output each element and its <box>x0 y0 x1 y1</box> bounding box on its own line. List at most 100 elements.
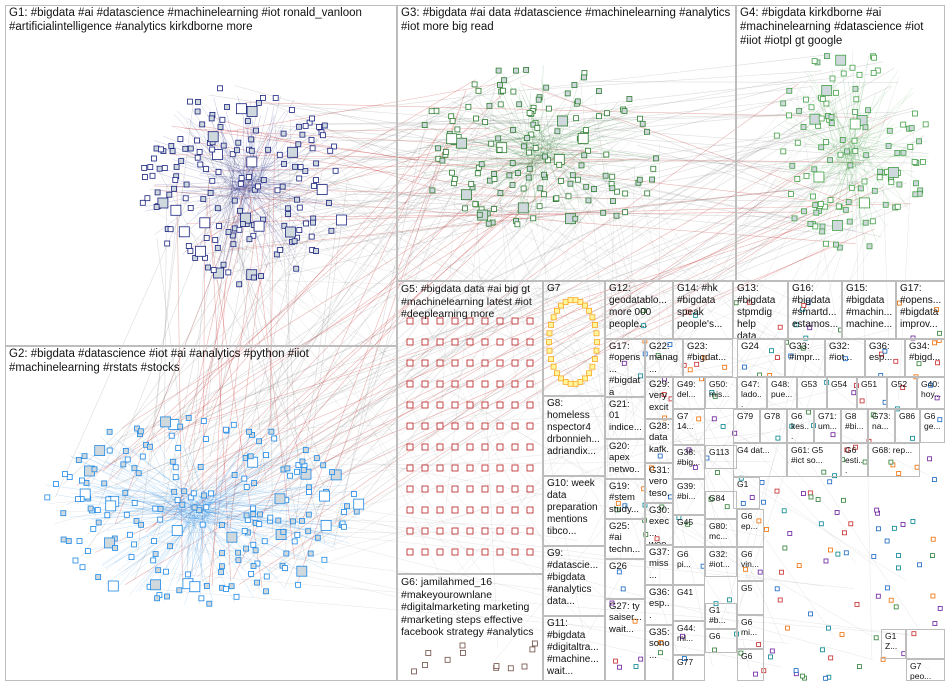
node <box>574 98 581 105</box>
edge <box>235 179 305 185</box>
group-label-gx14: G1 #b... <box>709 605 726 626</box>
edge <box>831 107 849 144</box>
node <box>545 157 551 164</box>
node <box>827 197 834 204</box>
edge <box>489 200 558 321</box>
edge <box>320 139 549 142</box>
node <box>819 96 826 102</box>
edge <box>93 485 186 517</box>
node <box>602 172 609 179</box>
edge <box>735 230 867 618</box>
node <box>439 157 446 164</box>
group-label-g68: G68: rep... <box>872 445 913 455</box>
node <box>782 545 788 551</box>
edge <box>218 170 259 262</box>
edge <box>224 72 855 507</box>
node <box>827 479 833 485</box>
edge <box>170 154 862 163</box>
node <box>788 191 794 197</box>
node <box>285 226 296 238</box>
node <box>932 621 938 626</box>
node <box>253 127 260 134</box>
node <box>296 123 302 130</box>
node <box>613 212 620 219</box>
edge <box>428 114 808 126</box>
edge <box>114 485 202 506</box>
node <box>258 273 265 280</box>
node <box>210 267 217 274</box>
node <box>896 553 901 558</box>
edge <box>204 458 291 507</box>
group-label-g36: G35: sono... <box>649 627 670 661</box>
edge <box>529 146 601 204</box>
edge <box>549 135 580 204</box>
group-label-g31: G31: vero teso... <box>649 465 670 502</box>
edge <box>784 120 841 162</box>
node <box>496 146 503 153</box>
edge <box>230 125 325 198</box>
edge <box>213 97 241 199</box>
node <box>523 67 529 73</box>
node <box>332 167 339 174</box>
edge <box>114 188 804 486</box>
edge <box>285 89 496 587</box>
node <box>577 132 589 144</box>
node <box>922 121 929 128</box>
group-label-g43: G41 <box>677 587 694 597</box>
node <box>451 175 458 182</box>
node <box>774 586 780 592</box>
edge <box>460 93 905 445</box>
group-box-gx6: G61: G5 #ict so... <box>787 443 841 477</box>
node <box>546 105 552 112</box>
node <box>207 131 219 143</box>
edge <box>530 99 629 155</box>
node <box>591 186 597 193</box>
group-box-g40: G39: #bi... <box>673 479 705 515</box>
node <box>528 131 535 138</box>
node <box>525 174 532 181</box>
node <box>510 127 516 133</box>
node <box>255 100 262 106</box>
group-label-g40: G39: #bi... <box>677 481 696 502</box>
edge <box>485 142 836 639</box>
node <box>336 214 347 226</box>
node <box>251 186 258 193</box>
node <box>178 158 185 165</box>
edge <box>181 148 535 508</box>
node <box>650 165 657 172</box>
edge <box>160 208 883 486</box>
group-box-gx9: G6 vin... <box>737 547 764 581</box>
node <box>169 148 176 155</box>
edge <box>164 170 439 511</box>
group-box-g43: G41 <box>673 585 705 621</box>
edge <box>533 134 569 201</box>
group-box-g28: G28: data kafk... <box>645 419 673 463</box>
node <box>514 221 521 228</box>
edge <box>841 124 895 148</box>
node <box>478 161 485 168</box>
edge <box>838 223 888 299</box>
group-box-gx7: G4 dat... <box>733 443 787 477</box>
group-box-g3: G3: #bigdata #ai data #datascience #mach… <box>397 5 736 281</box>
edge <box>137 102 194 552</box>
group-box-g113: G7 peo... dail... <box>906 659 945 681</box>
node <box>225 269 232 276</box>
edge <box>188 516 194 559</box>
edge <box>197 188 237 206</box>
edge <box>432 127 637 296</box>
edge <box>186 519 196 556</box>
node <box>828 655 834 661</box>
node <box>828 547 833 553</box>
edge <box>231 128 239 193</box>
group-box-g19: G19: #stem study... <box>605 479 645 519</box>
node <box>543 84 550 91</box>
node <box>124 456 131 463</box>
edge <box>473 216 582 475</box>
node <box>870 70 877 76</box>
node <box>832 219 843 231</box>
edge <box>521 95 545 143</box>
node <box>238 175 245 182</box>
edge <box>898 123 915 400</box>
node <box>205 264 211 271</box>
edge <box>173 163 244 186</box>
